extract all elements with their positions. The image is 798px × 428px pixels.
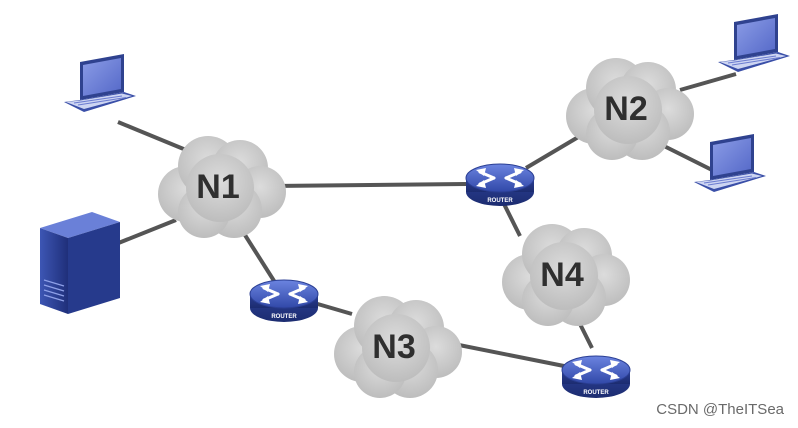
network-label-n4: N4 [540,256,584,294]
router-label: ROUTER [583,390,609,396]
router-label: ROUTER [271,314,297,320]
laptop-icon [693,133,767,193]
router-r2: ROUTER [464,162,536,208]
link-n3-r3 [443,340,575,370]
network-label-n3: N3 [372,328,415,366]
link-n2-laptop2 [679,72,737,92]
network-cloud-n1: N1 [158,136,286,238]
network-cloud-n3: N3 [334,296,462,398]
watermark-text: CSDN @TheITSea [656,401,784,418]
network-cloud-n2: N2 [566,58,694,160]
laptop-icon [717,13,791,73]
link-n1-r2 [271,182,467,188]
link-r2-n2 [524,134,582,170]
link-laptop1-n1 [117,120,187,152]
link-n2-laptop3 [663,144,713,172]
laptop-icon [63,53,137,113]
network-cloud-n4: N4 [502,224,630,326]
links [115,72,737,370]
link-server-n1 [115,218,177,246]
router-label: ROUTER [487,198,513,204]
network-label-n1: N1 [196,168,239,206]
router-r3: ROUTER [560,354,632,400]
link-n4-r2 [500,199,522,237]
server-icon [40,212,120,314]
router-r1: ROUTER [248,278,320,324]
network-label-n2: N2 [604,90,647,128]
